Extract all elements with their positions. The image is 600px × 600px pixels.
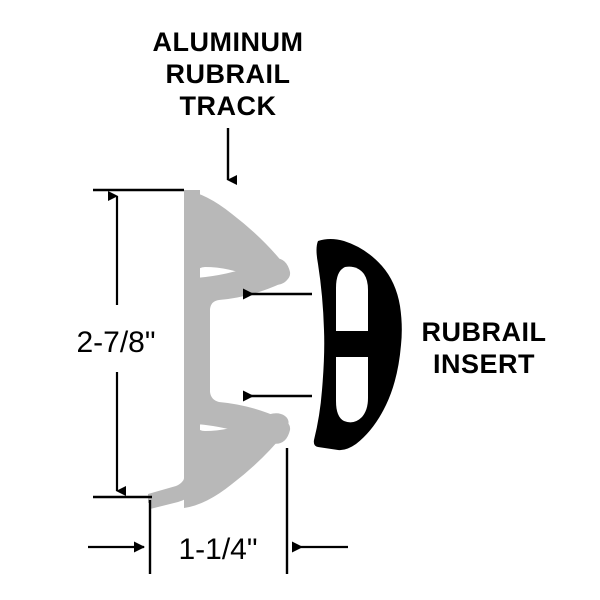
track-foot-flange xyxy=(148,470,200,503)
rubrail-insert-profile xyxy=(313,239,402,451)
aluminum-rubrail-track-callout: ALUMINUM RUBRAIL TRACK xyxy=(153,27,304,121)
insert-callout-line-2: INSERT xyxy=(433,349,535,379)
insert-upper-void xyxy=(336,266,368,331)
track-top-lip xyxy=(184,190,289,290)
width-dimension: 1-1/4" xyxy=(88,448,348,574)
track-callout-line-3: TRACK xyxy=(180,91,277,121)
track-callout-line-2: RUBRAIL xyxy=(166,59,291,89)
rubrail-insert-callout: RUBRAIL INSERT xyxy=(422,317,547,379)
insert-lower-void xyxy=(336,357,368,423)
width-dimension-label: 1-1/4" xyxy=(178,533,257,566)
insert-callout-line-1: RUBRAIL xyxy=(422,317,547,347)
height-dimension: 2-7/8" xyxy=(76,188,184,499)
track-bottom-lip xyxy=(184,408,289,508)
track-callout-line-1: ALUMINUM xyxy=(153,27,304,57)
height-dimension-label: 2-7/8" xyxy=(76,326,155,359)
aluminum-track-profile xyxy=(148,190,291,509)
insert-outer-shape xyxy=(313,239,402,451)
